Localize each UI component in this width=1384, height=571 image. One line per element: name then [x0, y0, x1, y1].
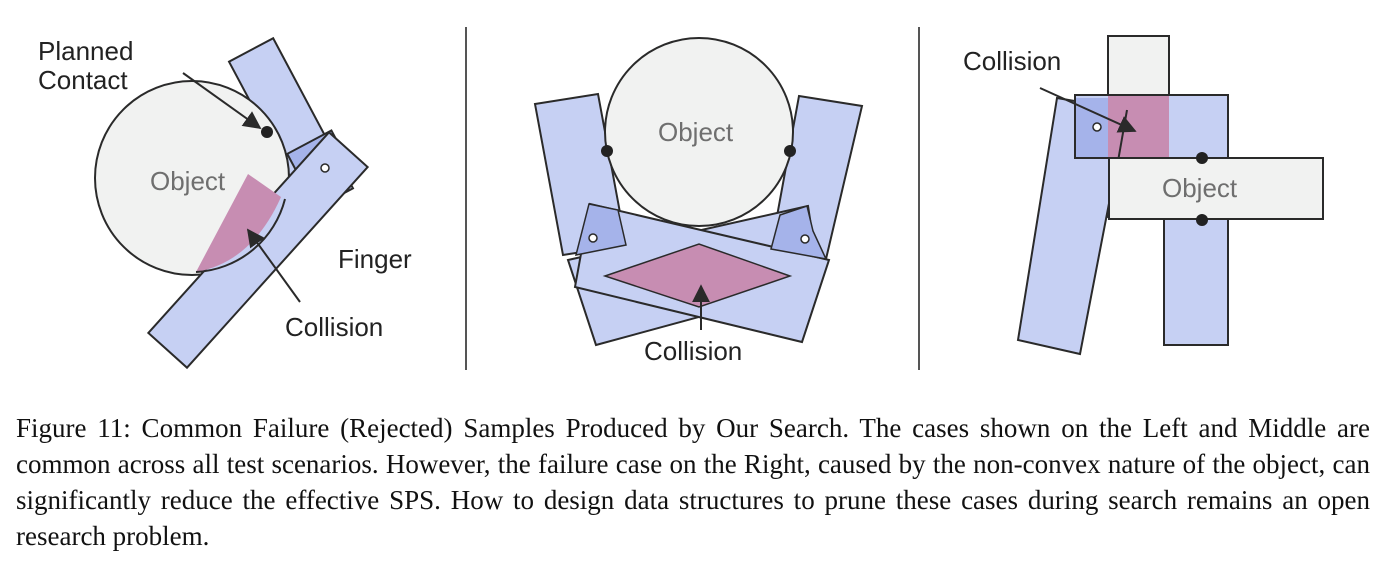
planned-contact-arrow: [182, 72, 262, 130]
figure-caption: Figure 11: Common Failure (Rejected) Sam…: [16, 413, 1370, 551]
object-circle: [604, 37, 794, 227]
object-horizontal-bar: [1108, 157, 1324, 220]
collision-label: Collision: [644, 336, 742, 366]
contact-point-right: [784, 145, 796, 157]
contact-point-top: [1196, 152, 1208, 164]
collision-arrow: [246, 228, 301, 303]
planned-contact-label-line1: Planned: [38, 36, 133, 66]
contact-point-bottom: [1196, 214, 1208, 226]
collision-label: Collision: [963, 46, 1061, 76]
collision-region: [602, 243, 793, 308]
failure-samples-figure: Planned Contact Object Finger Collision …: [38, 27, 1324, 370]
contact-point-left: [601, 145, 613, 157]
collision-region: [196, 174, 281, 272]
pad-right: [770, 205, 828, 260]
pad-left: [574, 203, 627, 256]
middle-panel: Object Collision: [533, 37, 864, 366]
object-label: Object: [1162, 173, 1238, 203]
finger-pivot-marker: [320, 163, 330, 173]
object-label: Object: [658, 117, 734, 147]
pivot-marker-left: [588, 233, 598, 243]
finger-horizontal-top-outline: [1074, 94, 1229, 159]
planned-contact-point: [261, 126, 273, 138]
pivot-marker-right: [800, 234, 810, 244]
pad-overlap: [1075, 98, 1108, 158]
collision-label: Collision: [285, 312, 383, 342]
right-panel: Collision Object: [963, 35, 1324, 356]
left-panel: Planned Contact Object Finger Collision: [38, 36, 412, 370]
pivot-marker: [1092, 122, 1102, 132]
planned-contact-label-line2: Contact: [38, 65, 128, 95]
collision-arrow: [1039, 87, 1137, 133]
object-label: Object: [150, 166, 226, 196]
finger-label: Finger: [338, 244, 412, 274]
collision-region: [1108, 95, 1169, 158]
object-arc-overlay: [195, 198, 286, 273]
